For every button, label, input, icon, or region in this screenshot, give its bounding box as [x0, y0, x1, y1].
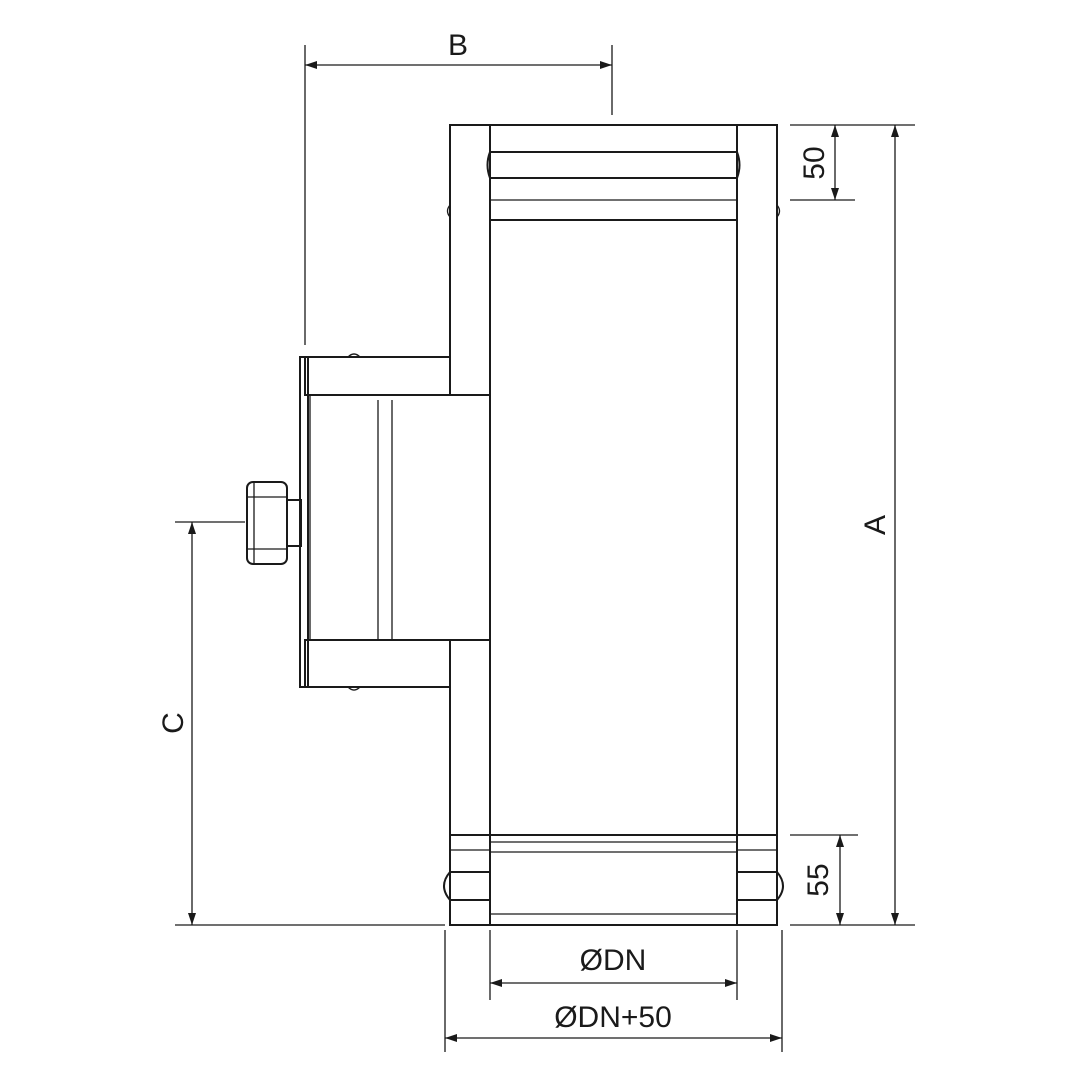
- dim-dn-label: ØDN: [580, 944, 647, 977]
- branch-wall-bottom: [304, 639, 451, 688]
- main-pipe: [443, 124, 784, 926]
- left-wall-upper: [449, 124, 491, 396]
- dim-b-label: B: [448, 29, 468, 62]
- bottom-spigot: [443, 834, 784, 926]
- top-socket-bead: [446, 151, 781, 221]
- left-wall-lower: [449, 639, 491, 836]
- drain-plug: [246, 481, 302, 565]
- side-branch: [246, 353, 490, 691]
- dim-dn50-label: ØDN+50: [554, 1001, 672, 1034]
- branch-wall-top: [304, 356, 451, 396]
- dimensions: B 50 A 55 C ØDN ØDN+50: [157, 29, 915, 1052]
- dim-a-label: A: [859, 515, 892, 535]
- dim-55-label: 55: [802, 863, 835, 896]
- dim-50-label: 50: [798, 146, 831, 179]
- dim-c-label: C: [157, 712, 190, 734]
- right-wall: [736, 124, 778, 836]
